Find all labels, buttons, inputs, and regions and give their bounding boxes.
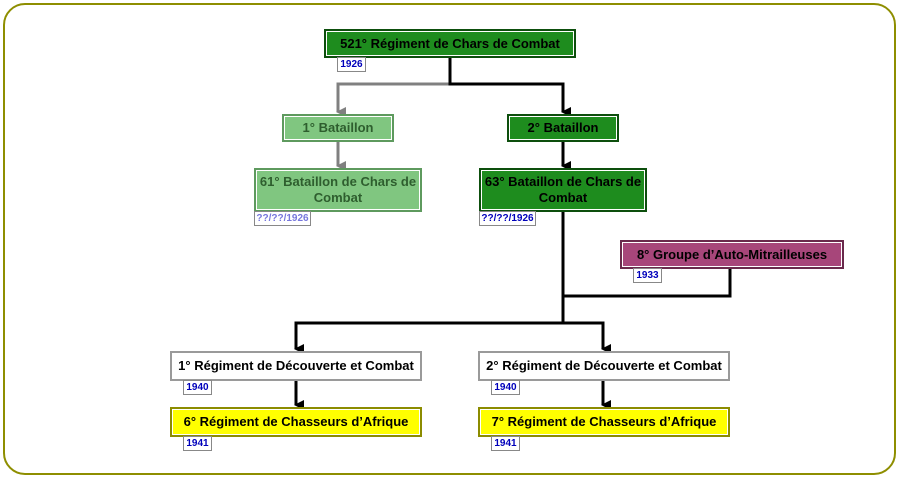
node-rdc1-label: 1° Régiment de Découverte et Combat (178, 358, 414, 373)
node-rdc1: 1° Régiment de Découverte et Combat (170, 351, 422, 381)
node-rdc2: 2° Régiment de Découverte et Combat (478, 351, 730, 381)
date-rdc2: 1940 (491, 380, 520, 395)
date-bcc61: ??/??/1926 (254, 211, 311, 226)
node-rdc2-label: 2° Régiment de Découverte et Combat (486, 358, 722, 373)
connector-split-to-rdc1 (294, 321, 563, 354)
node-rca7-label: 7° Régiment de Chasseurs d’Afrique (491, 414, 717, 429)
date-bcc63: ??/??/1926 (479, 211, 536, 226)
node-bat1: 1° Bataillon (282, 114, 394, 142)
date-521-rcc: 1926 (337, 57, 366, 72)
node-rca6: 6° Régiment de Chasseurs d’Afrique (170, 407, 422, 437)
node-gam8-label: 8° Groupe d’Auto-Mitrailleuses (636, 246, 828, 262)
node-521-rcc-label: 521° Régiment de Chars de Combat (340, 35, 560, 51)
date-rdc1: 1940 (183, 380, 212, 395)
node-bat2: 2° Bataillon (507, 114, 619, 142)
date-rca6: 1941 (183, 436, 212, 451)
node-bcc61: 61° Bataillon de Chars de Combat (254, 168, 422, 212)
connector-521-to-bat2 (448, 58, 571, 117)
node-bat2-label: 2° Bataillon (527, 120, 599, 135)
node-bcc63: 63° Bataillon de Chars de Combat (479, 168, 647, 212)
node-rca7: 7° Régiment de Chasseurs d’Afrique (478, 407, 730, 437)
connector-gam8-merge (563, 268, 732, 298)
node-bat1-label: 1° Bataillon (302, 120, 374, 135)
node-rca6-label: 6° Régiment de Chasseurs d’Afrique (183, 414, 409, 429)
node-521-rcc: 521° Régiment de Chars de Combat (324, 29, 576, 58)
node-gam8: 8° Groupe d’Auto-Mitrailleuses (620, 240, 844, 269)
date-gam8: 1933 (633, 268, 662, 283)
connector-split-to-rdc2 (563, 321, 611, 354)
node-bcc61-label: 61° Bataillon de Chars de Combat (259, 174, 417, 205)
date-rca7: 1941 (491, 436, 520, 451)
node-bcc63-label: 63° Bataillon de Chars de Combat (484, 174, 642, 205)
